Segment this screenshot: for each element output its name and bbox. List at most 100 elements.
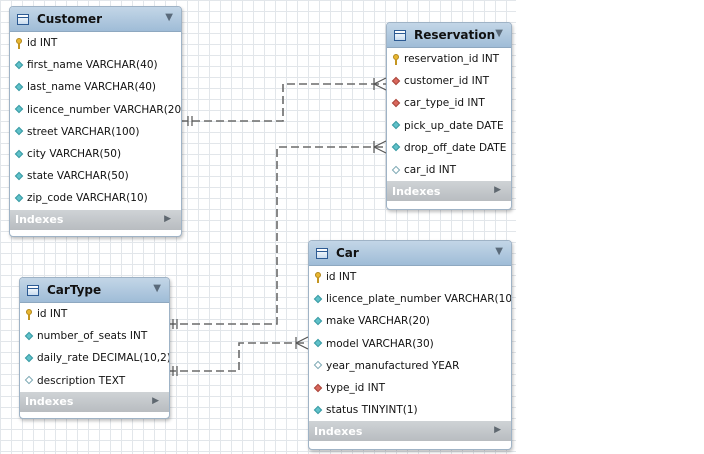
- table-header[interactable]: Customer ▼: [10, 7, 181, 32]
- column-label: first_name VARCHAR(40): [27, 59, 158, 72]
- column-label: customer_id INT: [404, 75, 489, 88]
- column-row[interactable]: id INT: [10, 32, 181, 54]
- column-label: description TEXT: [37, 374, 126, 387]
- column-label: id INT: [27, 37, 58, 50]
- column-diamond-icon: [15, 126, 24, 137]
- nullable-diamond-icon: [314, 360, 323, 371]
- relationship-cartype-car[interactable]: [168, 342, 308, 372]
- foreign-key-icon: [392, 98, 401, 109]
- table-name: Customer: [37, 12, 103, 26]
- expand-arrow-icon[interactable]: ▶: [164, 213, 171, 224]
- primary-key-icon: [15, 37, 24, 49]
- column-diamond-icon: [15, 104, 24, 115]
- column-label: type_id INT: [326, 382, 385, 395]
- collapse-arrow-icon[interactable]: ▼: [495, 28, 503, 39]
- column-row[interactable]: customer_id INT: [387, 70, 511, 92]
- column-diamond-icon: [25, 331, 34, 342]
- column-label: car_id INT: [404, 164, 457, 177]
- primary-key-icon: [25, 308, 34, 320]
- column-row[interactable]: licence_number VARCHAR(20): [10, 99, 181, 121]
- table-car[interactable]: Car ▼ id INT licence_plate_number VARCHA…: [308, 240, 512, 450]
- column-row[interactable]: make VARCHAR(20): [309, 310, 511, 332]
- column-row[interactable]: car_id INT: [387, 159, 511, 181]
- collapse-arrow-icon[interactable]: ▼: [495, 246, 503, 257]
- empty-area: [516, 0, 704, 454]
- indexes-label: Indexes: [15, 213, 64, 226]
- column-row[interactable]: state VARCHAR(50): [10, 165, 181, 187]
- column-row[interactable]: status TINYINT(1): [309, 399, 511, 421]
- indexes-section[interactable]: Indexes ▶: [387, 181, 511, 202]
- column-label: reservation_id INT: [404, 53, 500, 66]
- column-label: last_name VARCHAR(40): [27, 81, 157, 94]
- column-row[interactable]: pick_up_date DATE: [387, 115, 511, 137]
- column-label: zip_code VARCHAR(10): [27, 192, 148, 205]
- column-diamond-icon: [15, 60, 24, 71]
- many-marker: [373, 77, 387, 91]
- column-diamond-icon: [15, 193, 24, 204]
- column-row[interactable]: daily_rate DECIMAL(10,2): [20, 347, 169, 369]
- table-icon: [394, 29, 406, 41]
- column-diamond-icon: [15, 82, 24, 93]
- collapse-arrow-icon[interactable]: ▼: [165, 12, 173, 23]
- column-diamond-icon: [314, 316, 323, 327]
- column-diamond-icon: [314, 294, 323, 305]
- column-label: licence_number VARCHAR(20): [27, 103, 182, 116]
- column-label: id INT: [326, 271, 357, 284]
- column-row[interactable]: drop_off_date DATE: [387, 137, 511, 159]
- table-header[interactable]: Car ▼: [309, 241, 511, 266]
- column-label: licence_plate_number VARCHAR(10): [326, 293, 512, 306]
- primary-key-icon: [314, 271, 323, 283]
- table-header[interactable]: CarType ▼: [20, 278, 169, 303]
- column-row[interactable]: street VARCHAR(100): [10, 121, 181, 143]
- expand-arrow-icon[interactable]: ▶: [494, 185, 501, 196]
- indexes-label: Indexes: [314, 424, 363, 438]
- column-diamond-icon: [392, 142, 401, 153]
- collapse-arrow-icon[interactable]: ▼: [153, 283, 161, 294]
- column-row[interactable]: last_name VARCHAR(40): [10, 76, 181, 98]
- expand-arrow-icon[interactable]: ▶: [152, 395, 159, 406]
- column-row[interactable]: model VARCHAR(30): [309, 333, 511, 355]
- column-label: daily_rate DECIMAL(10,2): [37, 352, 170, 365]
- column-row[interactable]: description TEXT: [20, 370, 169, 392]
- indexes-section[interactable]: Indexes ▶: [20, 391, 169, 412]
- table-icon: [27, 284, 39, 296]
- table-reservation[interactable]: Reservation ▼ reservation_id INT custome…: [386, 22, 512, 210]
- column-row[interactable]: first_name VARCHAR(40): [10, 54, 181, 76]
- table-customer[interactable]: Customer ▼ id INT first_name VARCHAR(40)…: [9, 6, 182, 237]
- column-label: year_manufactured YEAR: [326, 359, 460, 372]
- table-name: Reservation: [414, 28, 496, 42]
- column-label: city VARCHAR(50): [27, 148, 122, 161]
- table-header[interactable]: Reservation ▼: [387, 23, 511, 48]
- column-row[interactable]: car_type_id INT: [387, 92, 511, 114]
- column-diamond-icon: [314, 338, 323, 349]
- column-label: status TINYINT(1): [326, 404, 418, 417]
- indexes-label: Indexes: [392, 184, 441, 198]
- column-row[interactable]: id INT: [20, 303, 169, 325]
- column-row[interactable]: number_of_seats INT: [20, 325, 169, 347]
- primary-key-icon: [392, 53, 401, 65]
- column-row[interactable]: zip_code VARCHAR(10): [10, 187, 181, 209]
- column-row[interactable]: licence_plate_number VARCHAR(10): [309, 288, 511, 310]
- column-row[interactable]: id INT: [309, 266, 511, 288]
- table-name: Car: [336, 246, 359, 260]
- column-label: make VARCHAR(20): [326, 315, 430, 328]
- column-label: id INT: [37, 308, 68, 321]
- table-cartype[interactable]: CarType ▼ id INT number_of_seats INT dai…: [19, 277, 170, 419]
- column-row[interactable]: type_id INT: [309, 377, 511, 399]
- column-row[interactable]: reservation_id INT: [387, 48, 511, 70]
- column-row[interactable]: year_manufactured YEAR: [309, 355, 511, 377]
- column-diamond-icon: [15, 171, 24, 182]
- relationship-cartype-reservation[interactable]: [168, 146, 386, 325]
- column-row[interactable]: city VARCHAR(50): [10, 143, 181, 165]
- column-label: car_type_id INT: [404, 97, 485, 110]
- expand-arrow-icon[interactable]: ▶: [494, 425, 501, 436]
- indexes-section[interactable]: Indexes ▶: [10, 209, 181, 230]
- relationship-customer-reservation[interactable]: [180, 83, 386, 122]
- column-diamond-icon: [15, 149, 24, 160]
- column-label: pick_up_date DATE: [404, 119, 504, 132]
- indexes-section[interactable]: Indexes ▶: [309, 421, 511, 442]
- many-marker: [373, 140, 387, 154]
- foreign-key-icon: [392, 76, 401, 87]
- indexes-label: Indexes: [25, 395, 74, 409]
